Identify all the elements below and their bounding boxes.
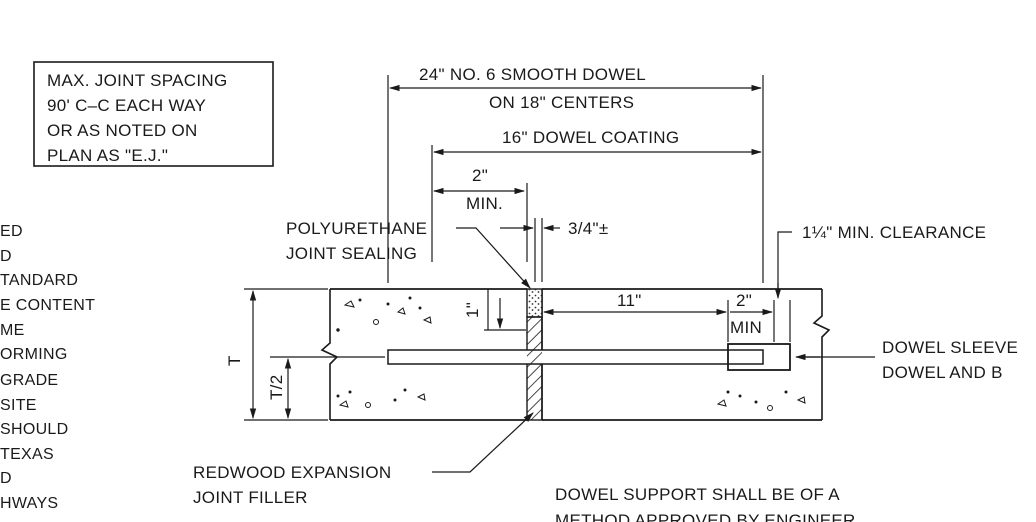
- dowel-length-dimension: 24" NO. 6 SMOOTH DOWEL ON 18" CENTERS: [387, 65, 764, 283]
- clearance-callout: 1¼" MIN. CLEARANCE: [774, 223, 986, 300]
- left-note-line: E CONTENT: [0, 297, 95, 314]
- joint-sealant: [526, 288, 543, 318]
- note-line-3: OR AS NOTED ON: [47, 121, 198, 140]
- left-note-line: SITE: [0, 397, 37, 414]
- one-inch-label: 1": [463, 302, 482, 318]
- support-note-line-2: METHOD APPROVED BY ENGINEER: [555, 511, 856, 522]
- left-note-line: GRADE: [0, 372, 58, 389]
- joint-gap-dimension: 3/4"±: [500, 218, 609, 282]
- two-inch-label: 2": [472, 166, 488, 185]
- support-note-line-1: DOWEL SUPPORT SHALL BE OF A: [555, 485, 840, 504]
- sealant-label-line-1: POLYURETHANE: [286, 219, 427, 238]
- left-note-line: ME: [0, 322, 25, 339]
- sealant-label-line-2: JOINT SEALING: [286, 244, 417, 263]
- coating-label: 16" DOWEL COATING: [502, 128, 679, 147]
- left-note-line: ED: [0, 223, 23, 240]
- dowel-assembly: DOWEL SLEEVE DOWEL AND B: [387, 338, 1018, 382]
- two-inch-min-dimension: 2" MIN.: [432, 166, 528, 262]
- sleeve-min-dimension: 2" MIN: [730, 291, 791, 342]
- note-line-2: 90' C–C EACH WAY: [47, 96, 206, 115]
- left-note-line: D: [0, 470, 12, 487]
- dowel-size-label: 24" NO. 6 SMOOTH DOWEL: [419, 65, 646, 84]
- left-note-line: D: [0, 248, 12, 265]
- note-line-4: PLAN AS "E.J.": [47, 146, 168, 165]
- dowel-support-note: DOWEL SUPPORT SHALL BE OF A METHOD APPRO…: [555, 485, 856, 522]
- min-label: MIN.: [466, 194, 503, 213]
- thickness-label: T: [225, 355, 244, 366]
- note-line-1: MAX. JOINT SPACING: [47, 71, 227, 90]
- sleeve-label-line-1: DOWEL SLEEVE: [882, 338, 1018, 357]
- dowel-sleeve: [727, 343, 791, 371]
- dowel-coating-dimension: 16" DOWEL COATING: [431, 128, 763, 262]
- sleeve-two-inch-label: 2": [736, 291, 752, 310]
- one-inch-dimension: 1": [463, 289, 526, 331]
- joint-filler: [526, 316, 543, 421]
- eleven-inch-dimension: 11": [542, 291, 729, 342]
- gap-label: 3/4"±: [568, 219, 609, 238]
- joint-spacing-note: MAX. JOINT SPACING 90' C–C EACH WAY OR A…: [33, 61, 274, 167]
- sleeve-label-line-2: DOWEL AND B: [882, 363, 1003, 382]
- left-notes-column: ED D TANDARD E CONTENT ME ORMING GRADE S…: [0, 223, 95, 512]
- left-note-line: ORMING: [0, 346, 68, 363]
- sealant-callout: POLYURETHANE JOINT SEALING: [286, 219, 531, 289]
- left-note-line: HWAYS: [0, 495, 58, 512]
- filler-label-line-2: JOINT FILLER: [193, 488, 308, 507]
- left-note-line: TANDARD: [0, 272, 78, 289]
- thickness-dimension: T T/2: [225, 288, 385, 421]
- left-note-line: TEXAS: [0, 446, 54, 463]
- filler-label-line-1: REDWOOD EXPANSION: [193, 463, 391, 482]
- dowel-bar: [387, 349, 764, 365]
- aggregate-texture: [336, 296, 806, 411]
- dowel-spacing-label: ON 18" CENTERS: [489, 93, 634, 112]
- expansion-joint: [526, 288, 543, 421]
- half-thickness-label: T/2: [267, 375, 286, 400]
- filler-callout: REDWOOD EXPANSION JOINT FILLER: [193, 412, 534, 507]
- eleven-inch-label: 11": [617, 291, 642, 310]
- clearance-label: 1¼" MIN. CLEARANCE: [802, 223, 986, 242]
- left-note-line: SHOULD: [0, 421, 68, 438]
- sleeve-min-label: MIN: [730, 318, 762, 337]
